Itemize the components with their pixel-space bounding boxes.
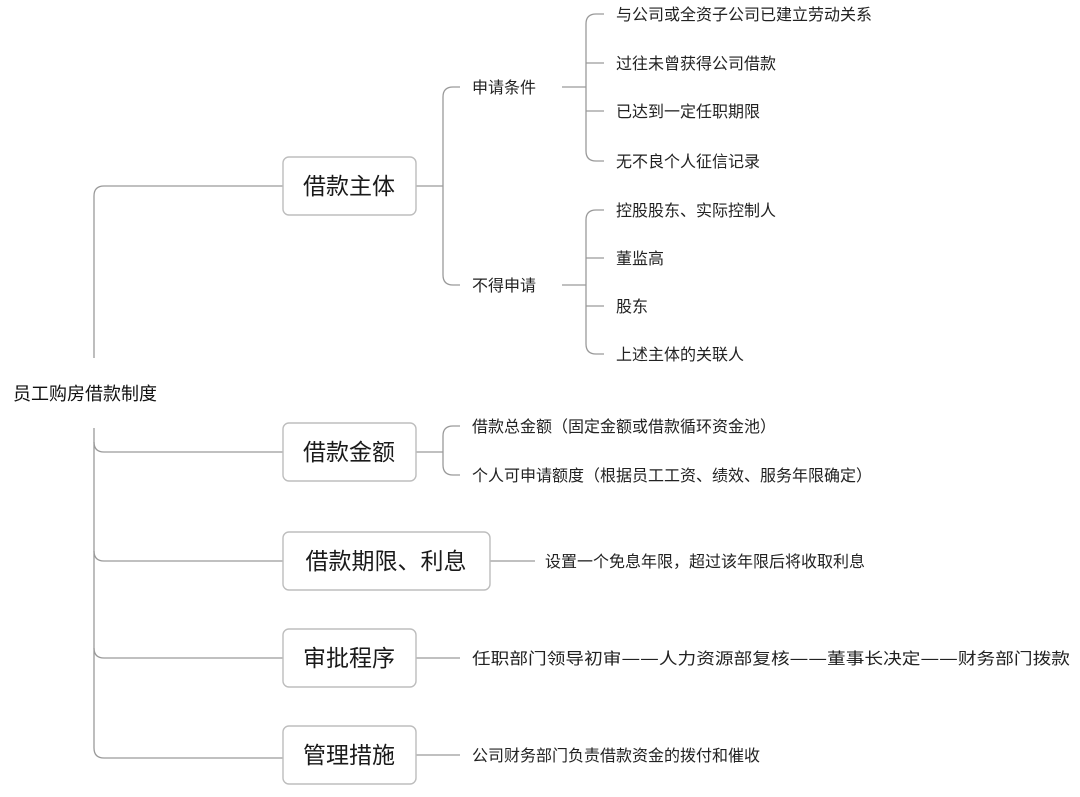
- leaf-item: 控股股东、实际控制人: [616, 201, 776, 220]
- leaf-item: 股东: [616, 297, 648, 316]
- branch-loan-term-interest: 借款期限、利息: [282, 531, 491, 591]
- branch-management-measures: 管理措施: [282, 725, 417, 785]
- branch-approval-procedure: 审批程序: [282, 628, 417, 688]
- leaf-item: 上述主体的关联人: [616, 345, 744, 364]
- sub-node-excluded: 不得申请: [472, 276, 536, 295]
- leaf-item: 已达到一定任职期限: [616, 102, 760, 121]
- branch-label: 借款主体: [303, 174, 395, 200]
- branch-label: 审批程序: [303, 646, 395, 672]
- branch-label: 借款金额: [303, 440, 395, 466]
- root-connector-lower: [93, 428, 283, 759]
- root-connector-amount: [93, 441, 283, 453]
- amount-connector: [416, 425, 460, 476]
- branch-label: 管理措施: [303, 743, 395, 769]
- root-node: 员工购房借款制度: [13, 384, 157, 405]
- leaf-item: 无不良个人征信记录: [616, 152, 760, 171]
- leaf-item: 任职部门领导初审——人力资源部复核——董事长决定——财务部门拨款: [472, 649, 1070, 668]
- leaf-item: 借款总金额（固定金额或借款循环资金池）: [472, 417, 776, 436]
- leaf-item: 个人可申请额度（根据员工工资、绩效、服务年限确定）: [472, 466, 872, 485]
- leaf-item: 过往未曾获得公司借款: [616, 54, 776, 73]
- leaf-item: 设置一个免息年限，超过该年限后将收取利息: [545, 552, 865, 571]
- root-connector-upper: [93, 185, 283, 358]
- sub-node-conditions: 申请条件: [472, 78, 536, 97]
- root-connector-approval: [93, 647, 283, 659]
- branch-loan-amount: 借款金额: [282, 422, 417, 482]
- subject-connector: [416, 86, 460, 286]
- branch-label: 借款期限、利息: [306, 549, 467, 575]
- conditions-connector: [562, 13, 604, 162]
- excluded-connector: [562, 209, 604, 355]
- leaf-item: 与公司或全资子公司已建立劳动关系: [616, 5, 872, 24]
- branch-loan-subject: 借款主体: [282, 156, 417, 216]
- connectors: [93, 13, 604, 759]
- leaf-item: 董监高: [616, 249, 664, 268]
- leaf-item: 公司财务部门负责借款资金的拨付和催收: [472, 746, 760, 765]
- root-connector-term: [93, 550, 283, 562]
